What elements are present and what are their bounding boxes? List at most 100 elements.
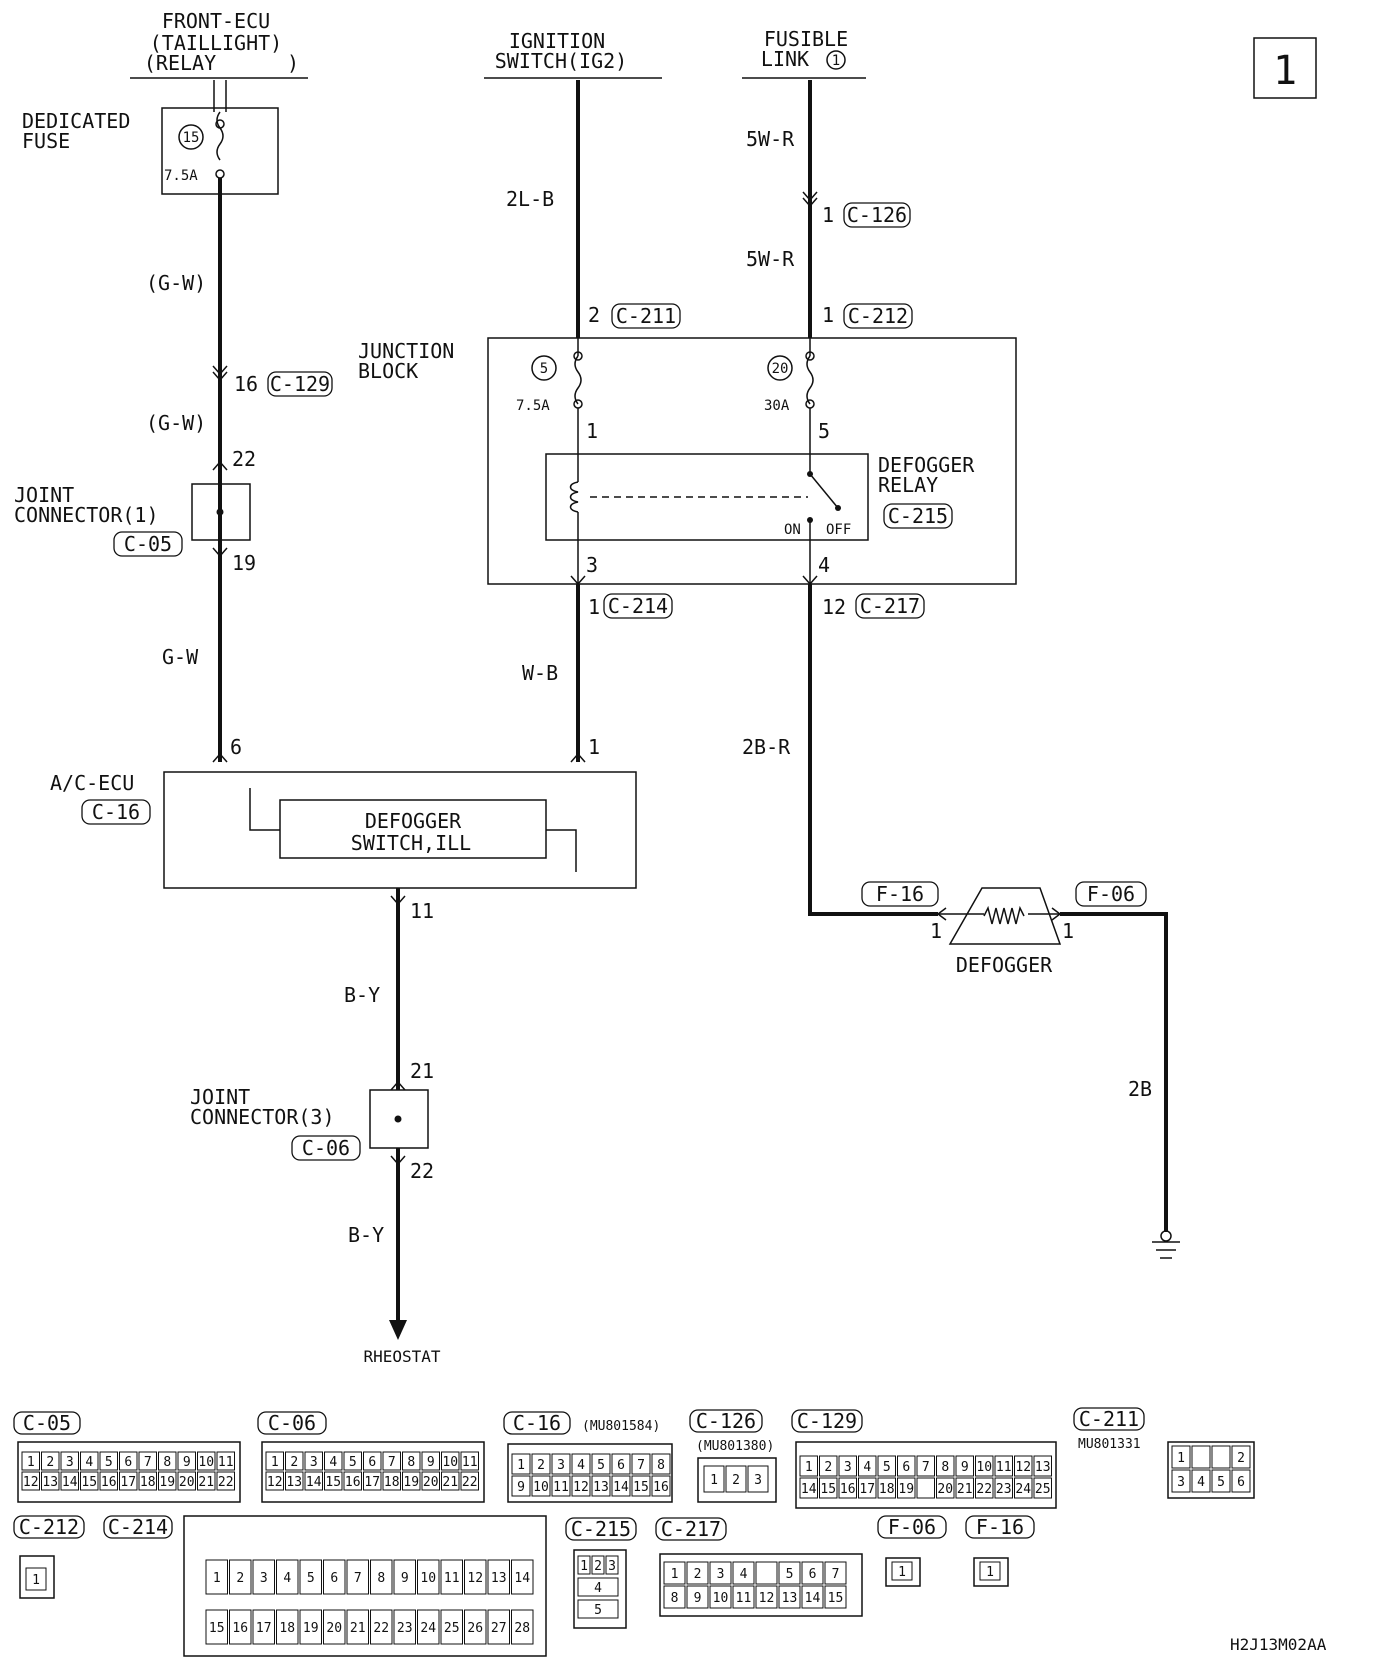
pin-number: 7 — [832, 1567, 840, 1582]
pin-cell — [21, 1451, 40, 1471]
pin-cell — [464, 1559, 487, 1595]
pin-number: 15 — [325, 1475, 341, 1490]
pin-number: 12 — [573, 1480, 589, 1495]
pin-cell — [177, 1451, 196, 1471]
joint-connector-1: JOINT CONNECTOR(1) C-05 — [14, 483, 251, 557]
pin-cell — [41, 1471, 60, 1491]
view-tag-f06: F-06 — [888, 1515, 936, 1539]
pin-cell — [252, 1609, 275, 1645]
pin-cell — [994, 1455, 1013, 1477]
tag-c05: C-05 — [124, 532, 172, 556]
pin-acecu-1: 1 — [588, 735, 600, 759]
pin-number: 7 — [144, 1455, 152, 1470]
pin-number: 8 — [407, 1455, 415, 1470]
pin-cell — [299, 1609, 322, 1645]
relay-coil-icon — [569, 481, 579, 513]
pin-cell — [440, 1609, 463, 1645]
pin-c217: 12 — [822, 595, 846, 619]
jb-label-2: BLOCK — [358, 359, 418, 383]
pin-number: 16 — [232, 1621, 248, 1636]
pin-cell — [304, 1451, 323, 1471]
pin-cell — [119, 1471, 138, 1491]
pin-cell — [799, 1477, 818, 1499]
pin-number: 2 — [732, 1473, 740, 1488]
pin-cell — [801, 1585, 824, 1609]
wire-label-gw2: (G-W) — [146, 411, 206, 435]
pin-number: 10 — [713, 1591, 729, 1606]
pin-cell — [631, 1453, 651, 1475]
pin-number: 1 — [898, 1565, 906, 1580]
pin-cell — [703, 1465, 725, 1493]
pin-number: 5 — [594, 1603, 602, 1618]
pin-number: 1 — [1177, 1451, 1185, 1466]
pin-number: 10 — [420, 1571, 436, 1586]
pin-number: 13 — [286, 1475, 302, 1490]
fuse-20-rating: 30A — [764, 398, 790, 414]
dedicated-fuse-num: 15 — [183, 130, 200, 146]
tag-c215-box — [883, 503, 953, 529]
wire-2b-r — [808, 584, 938, 916]
pin-number: 3 — [717, 1567, 725, 1582]
pin-cell — [138, 1451, 157, 1471]
pin-number: 21 — [957, 1482, 973, 1497]
pin-number: 4 — [863, 1460, 871, 1475]
pin-cell — [936, 1455, 955, 1477]
pin-number: 3 — [1177, 1475, 1185, 1490]
pin-number: 7 — [637, 1458, 645, 1473]
pin-number: 21 — [350, 1621, 366, 1636]
pin-cell — [819, 1455, 838, 1477]
fuse-20-icon — [806, 355, 814, 405]
defogger-label: DEFOGGER — [956, 953, 1053, 977]
pin-number: 11 — [553, 1480, 569, 1495]
pin-number: 9 — [694, 1591, 702, 1606]
pin-number: 3 — [754, 1473, 762, 1488]
pin-cell — [1014, 1455, 1033, 1477]
tag-c212-box — [843, 303, 913, 329]
pin-cell — [1191, 1469, 1211, 1493]
pin-cell — [216, 1451, 235, 1471]
pin-number: 13 — [593, 1480, 609, 1495]
pin-number: 15 — [828, 1591, 844, 1606]
pin-number: 12 — [267, 1475, 283, 1490]
tag-c211: C-211 — [616, 304, 676, 328]
pin-cell — [197, 1471, 216, 1491]
fusible-num-circle — [826, 50, 846, 70]
pin-cell — [824, 1585, 847, 1609]
pin-cell — [265, 1471, 284, 1491]
pin-number: 1 — [986, 1565, 994, 1580]
defogger-switch-box — [279, 799, 547, 859]
pin-cell — [60, 1451, 79, 1471]
pin-number: 12 — [467, 1571, 483, 1586]
pin-cell — [663, 1585, 686, 1609]
view-tag-c16: C-16 — [513, 1411, 561, 1435]
pin-number: 14 — [613, 1480, 629, 1495]
pin-number: 3 — [557, 1458, 565, 1473]
pin-cell — [709, 1561, 732, 1585]
view-tag-c126: C-126 — [696, 1409, 756, 1433]
tag-f06: F-06 — [1087, 882, 1135, 906]
tag-c214: C-214 — [608, 594, 668, 618]
pin-cell — [897, 1477, 916, 1499]
pin-cell — [801, 1561, 824, 1585]
pin-cell — [370, 1609, 393, 1645]
pin-cell — [686, 1585, 709, 1609]
pin-number: 22 — [218, 1475, 234, 1490]
pin-number: 13 — [782, 1591, 798, 1606]
pin-cell — [417, 1559, 440, 1595]
pin-cell — [402, 1471, 421, 1491]
pin-cell — [916, 1455, 935, 1477]
pin-number: 18 — [279, 1621, 295, 1636]
pin-number: 5 — [307, 1571, 315, 1586]
pin-number: 13 — [491, 1571, 507, 1586]
wire-2b — [1060, 912, 1168, 1232]
relay-label: DEFOGGER — [878, 453, 975, 477]
rheostat-label: RHEOSTAT — [363, 1347, 440, 1366]
pin-number: 12 — [1015, 1460, 1031, 1475]
pin-number: 9 — [183, 1455, 191, 1470]
pin-cell — [80, 1451, 99, 1471]
pin-number: 2 — [1237, 1451, 1245, 1466]
pin-number: 5 — [786, 1567, 794, 1582]
link-label: LINK — [761, 47, 809, 71]
pin-cell — [99, 1451, 118, 1471]
